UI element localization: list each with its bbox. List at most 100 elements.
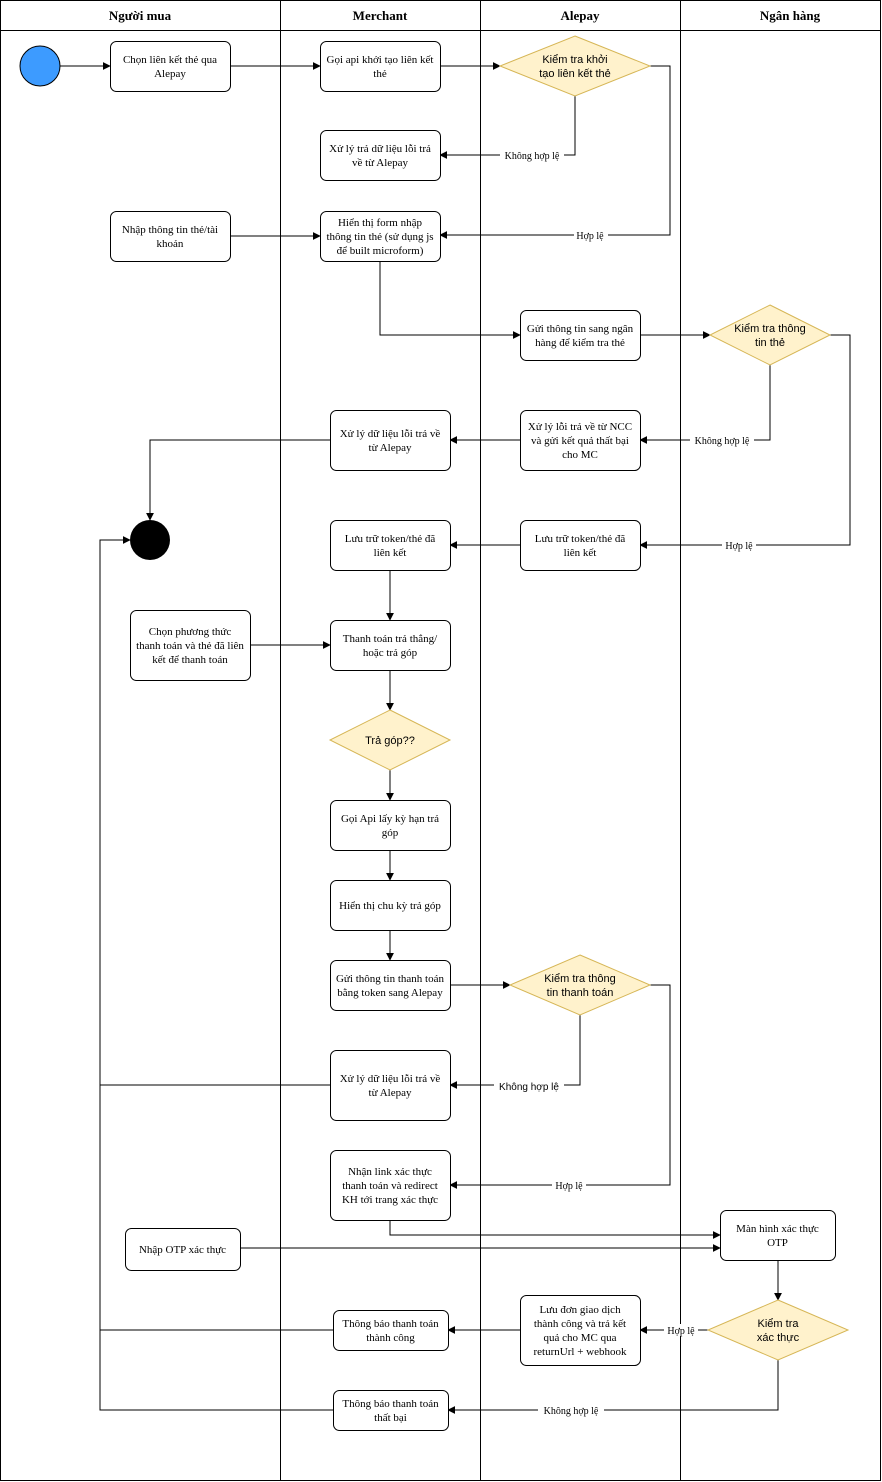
node-label-line: Thông báo thanh toán (342, 1318, 439, 1330)
edge-label-valid-1: Hợp lệ (576, 231, 604, 242)
edge-label-invalid-3: Không hợp lệ (499, 1082, 559, 1093)
node-label-line: Xử lý dữ liệu lỗi trả về (340, 428, 441, 440)
activity-shape (330, 520, 451, 571)
edge-label-valid-3: Hợp lệ (555, 1181, 583, 1192)
node-label-line: Kiểm tra (758, 1318, 800, 1330)
activity-shape (330, 410, 451, 471)
node-buyer-enter-otp: Nhập OTP xác thực (125, 1228, 241, 1271)
node-label-line: Kiểm tra khởi (542, 54, 607, 66)
node-label-line: và gửi kết quả thất bại (531, 435, 629, 447)
node-label-line: Hiển thị chu kỳ trả góp (339, 900, 441, 912)
edge-form-to-send-bank (379, 261, 521, 339)
activity-shape (520, 520, 641, 571)
node-label-line: xác thực (757, 1332, 800, 1344)
node-label-line: Nhập OTP xác thực (139, 1244, 226, 1256)
activity-shape (520, 310, 641, 361)
decision-shape (498, 35, 652, 97)
node-label-line: bằng token sang Alepay (337, 987, 443, 999)
activity-shape (110, 211, 231, 262)
node-label-line: Màn hình xác thực (736, 1223, 819, 1235)
node-label-line: Gọi api khởi tạo liên kết (327, 54, 434, 66)
node-label-line: thanh toán và redirect (342, 1180, 438, 1192)
node-merchant-installment-q: Trả góp?? (328, 709, 452, 771)
node-label-line: KH tới trang xác thực (342, 1194, 438, 1206)
edge-fail-to-end (99, 536, 333, 1411)
edge-redirect-to-otp (389, 1220, 721, 1239)
node-label-line: Trả góp?? (365, 735, 415, 747)
node-merchant-store-token: Lưu trữ token/thẻ đã liên kết (330, 520, 451, 571)
node-merchant-handle-error-1: Xử lý trả dữ liệu lỗi trả về từ Alepay (320, 130, 441, 181)
node-label-line: Lưu đơn giao dịch (539, 1304, 621, 1316)
end-node (130, 520, 170, 560)
node-label-line: liên kết (374, 547, 407, 559)
decision-shape (328, 709, 452, 771)
node-label-line: Chọn liên kết thẻ qua (123, 54, 217, 66)
node-label-line: tạo liên kết thẻ (539, 68, 611, 80)
node-label-line: khoản (157, 238, 184, 250)
edge-label-invalid-4: Không hợp lệ (544, 1406, 599, 1417)
edge-label-valid-4: Hợp lệ (667, 1326, 695, 1337)
edge-check-valid-1 (439, 65, 671, 239)
node-label-line: Gửi thông tin sang ngân (527, 323, 634, 335)
node-label-line: Xử lý lỗi trả về từ NCC (528, 421, 632, 433)
node-label-line: returnUrl + webhook (534, 1346, 627, 1358)
edge-check-payment-invalid (449, 1015, 581, 1089)
node-label-line: Thanh toán trả thẳng/ (343, 633, 438, 645)
activity-shape (320, 41, 441, 92)
node-label-line: thành công và trả kết (534, 1318, 626, 1330)
node-label-line: Kiểm tra thông (544, 973, 616, 985)
activity-shape (520, 1295, 641, 1366)
activity-shape (333, 1310, 449, 1351)
node-label-line: Gọi Api lấy kỳ hạn trả (341, 813, 439, 825)
lane-title-buyer: Người mua (109, 8, 172, 23)
node-merchant-pay: Thanh toán trả thẳng/hoặc trả góp (330, 620, 451, 671)
node-label-line: thất bại (374, 1412, 407, 1424)
activity-shape (720, 1210, 836, 1261)
node-label-line: Xử lý trả dữ liệu lỗi trả (329, 143, 431, 155)
activity-shape (333, 1390, 449, 1431)
node-label-line: thông tin thẻ (sử dụng js (326, 231, 433, 243)
start-node (19, 45, 61, 87)
edge-check-invalid-1 (439, 96, 576, 159)
edge-labels: Không hợp lệ Hợp lệ Không hợp lệ Hợp lệ … (494, 149, 756, 1417)
activity-shape (330, 800, 451, 851)
edge-label-valid-2: Hợp lệ (725, 541, 753, 552)
edges (60, 62, 851, 1414)
node-merchant-call-init: Gọi api khởi tạo liên kết thẻ (320, 41, 441, 92)
node-label-line: Gửi thông tin thanh toán (336, 973, 445, 985)
node-label-line: thẻ (373, 68, 387, 80)
node-label-line: về từ Alepay (352, 157, 409, 169)
activity-shape (110, 41, 231, 92)
node-label-line: OTP (767, 1237, 788, 1249)
edge-label-invalid-1: Không hợp lệ (505, 151, 560, 162)
edge-error-2-to-end (146, 439, 330, 521)
node-label-line: Xử lý dữ liệu lỗi trả về (340, 1073, 441, 1085)
node-merchant-send-token: Gửi thông tin thanh toán bằng token sang … (330, 960, 451, 1011)
node-label-line: Lưu trữ token/thẻ đã (345, 533, 436, 545)
node-label-line: tin thẻ (755, 337, 785, 349)
node-label-line: Alepay (154, 68, 186, 80)
node-label-line: kết để thanh toán (152, 654, 228, 666)
activity-shape (330, 1050, 451, 1121)
node-label-line: Nhận link xác thực (348, 1166, 432, 1178)
lane-title-alepay: Alepay (561, 8, 601, 23)
lane-title-merchant: Merchant (353, 8, 408, 23)
node-label-line: hoặc trả góp (363, 647, 418, 659)
activity-shape (330, 1150, 451, 1221)
decision-shape (508, 954, 652, 1016)
node-bank-verify: Kiểm tra xác thực (706, 1299, 850, 1361)
